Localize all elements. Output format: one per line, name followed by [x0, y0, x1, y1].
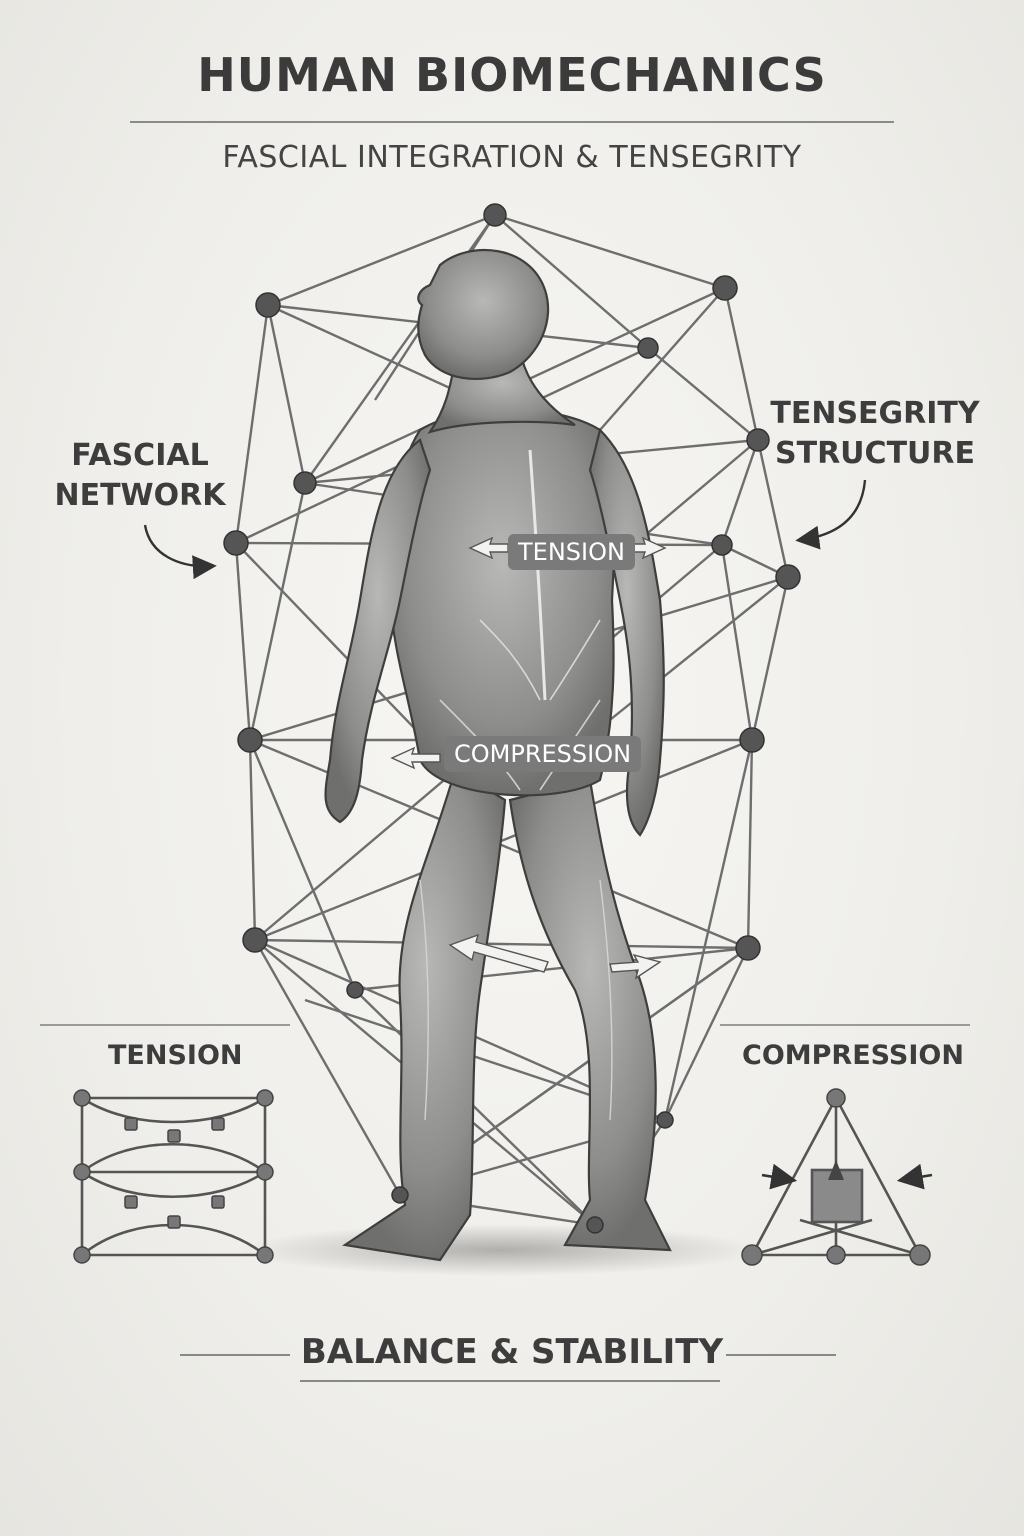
page-title: HUMAN BIOMECHANICS: [197, 48, 827, 102]
tension-inset-label: TENSION: [108, 1040, 243, 1071]
footer-caption: BALANCE & STABILITY: [300, 1332, 724, 1372]
inset-divider-left: [40, 1024, 290, 1026]
footer-rule-left: [180, 1354, 290, 1356]
tensegrity-structure-label: TENSEGRITY STRUCTURE: [770, 394, 980, 474]
floor-shadow: [240, 1224, 760, 1276]
fascial-network-arrow: [143, 524, 217, 580]
compression-inset-label: COMPRESSION: [742, 1040, 964, 1071]
tension-pill: TENSION: [508, 534, 635, 570]
tension-lattice-icon: [73, 1089, 274, 1264]
tensegrity-structure-text: TENSEGRITY STRUCTURE: [770, 396, 980, 471]
page-subtitle: FASCIAL INTEGRATION & TENSEGRITY: [222, 140, 802, 175]
compression-triangle-icon: [741, 1088, 933, 1266]
human-figure-back-view: [324, 248, 672, 1262]
footer-underline: [300, 1380, 720, 1382]
tensegrity-structure-arrow: [795, 479, 867, 550]
fascial-network-label: FASCIAL NETWORK: [40, 436, 240, 516]
compression-pill: COMPRESSION: [444, 736, 642, 772]
title-divider: [130, 121, 894, 123]
inset-divider-right: [720, 1024, 970, 1026]
fascial-network-text: FASCIAL NETWORK: [54, 438, 226, 513]
footer-rule-right: [726, 1354, 836, 1356]
tensegrity-nodes: [223, 203, 801, 1234]
